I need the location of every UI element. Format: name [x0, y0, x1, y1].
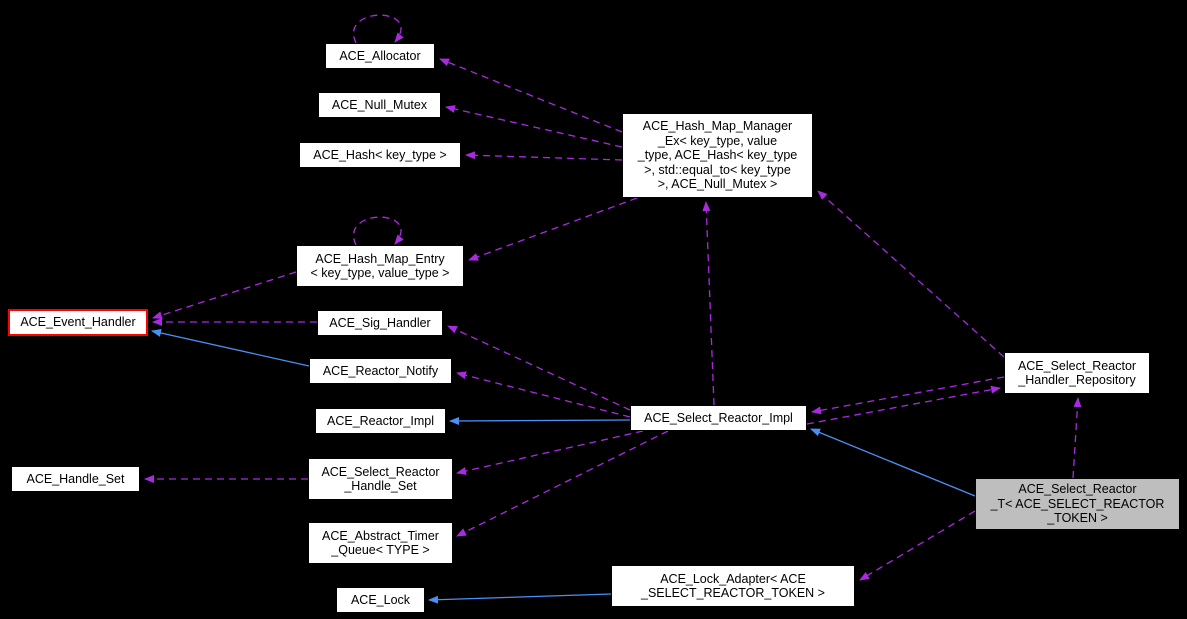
edge-allocator-to-allocator: [353, 14, 404, 44]
edge-hash-map-manager-to-null-mutex: [445, 105, 623, 148]
class-node-sig-handler[interactable]: ACE_Sig_Handler: [317, 310, 443, 336]
edge-select-reactor-impl-to-hash-map-manager: [702, 201, 715, 406]
class-node-allocator[interactable]: ACE_Allocator: [325, 43, 435, 69]
class-node-reactor-notify[interactable]: ACE_Reactor_Notify: [309, 358, 452, 384]
edge-lock-adapter-to-lock: [428, 593, 612, 604]
class-node-select-reactor-impl[interactable]: ACE_Select_Reactor_Impl: [630, 405, 807, 431]
edge-reactor-notify-to-event-handler: [151, 329, 310, 367]
edge-select-reactor-impl-to-reactor-impl: [449, 416, 631, 425]
class-node-select-reactor-t[interactable]: ACE_Select_Reactor _T< ACE_SELECT_REACTO…: [975, 478, 1180, 530]
edge-select-reactor-impl-to-handler-repository: [806, 385, 1001, 425]
class-node-handle-set[interactable]: ACE_Handle_Set: [11, 466, 140, 492]
class-node-null-mutex[interactable]: ACE_Null_Mutex: [318, 92, 441, 118]
class-node-lock[interactable]: ACE_Lock: [336, 587, 425, 613]
edge-hash-map-manager-to-hash-map-entry: [468, 197, 638, 261]
class-node-hash-map-entry[interactable]: ACE_Hash_Map_Entry < key_type, value_typ…: [296, 245, 464, 287]
class-node-hash[interactable]: ACE_Hash< key_type >: [299, 142, 461, 168]
edge-group: [144, 14, 1082, 604]
edge-select-reactor-impl-to-sr-handle-set: [456, 430, 644, 475]
class-node-lock-adapter[interactable]: ACE_Lock_Adapter< ACE _SELECT_REACTOR_TO…: [611, 565, 855, 607]
edge-hash-map-manager-to-hash: [465, 151, 623, 161]
edge-select-reactor-t-to-lock-adapter: [859, 510, 976, 581]
edge-select-reactor-t-to-select-reactor-impl: [810, 428, 976, 497]
class-node-hash-map-manager[interactable]: ACE_Hash_Map_Manager _Ex< key_type, valu…: [622, 113, 813, 198]
class-node-event-handler[interactable]: ACE_Event_Handler: [8, 309, 148, 336]
edge-handler-repository-to-hash-map-manager: [817, 190, 1005, 358]
edge-hash-map-entry-to-hash-map-entry: [353, 216, 404, 246]
class-node-sr-handle-set[interactable]: ACE_Select_Reactor _Handle_Set: [308, 458, 453, 500]
class-node-reactor-impl[interactable]: ACE_Reactor_Impl: [315, 408, 446, 434]
edge-select-reactor-impl-to-timer-queue: [456, 430, 669, 537]
class-node-timer-queue[interactable]: ACE_Abstract_Timer _Queue< TYPE >: [308, 522, 453, 564]
edge-select-reactor-impl-to-reactor-notify: [456, 371, 631, 418]
edge-select-reactor-t-to-handler-repository: [1072, 397, 1082, 479]
edge-hash-map-entry-to-event-handler: [152, 271, 297, 320]
edge-hash-map-manager-to-allocator: [439, 58, 623, 133]
edge-select-reactor-impl-to-sig-handler: [447, 325, 631, 411]
class-node-handler-repository[interactable]: ACE_Select_Reactor _Handler_Repository: [1004, 352, 1150, 394]
edge-handler-repository-to-select-reactor-impl: [811, 376, 1005, 415]
